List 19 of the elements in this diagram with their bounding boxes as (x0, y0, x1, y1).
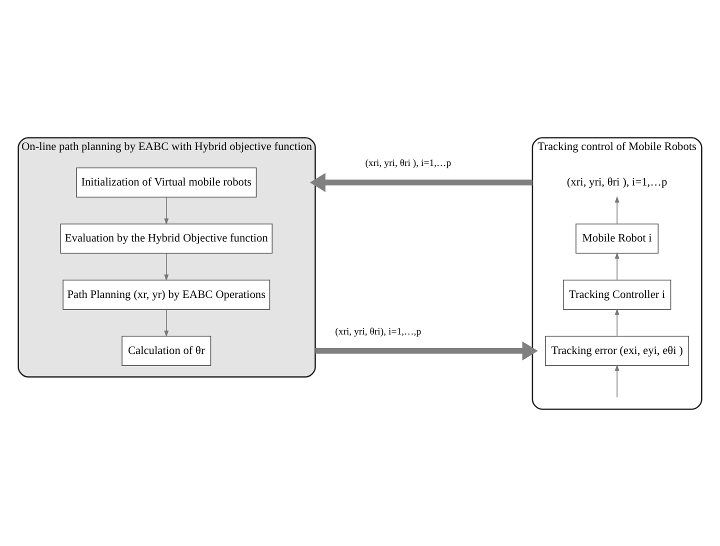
node-box: Evaluation by the Hybrid Objective function (60, 223, 273, 254)
edge-label: (xri, yri, θri), i=1,…,p (335, 326, 422, 337)
arrow (164, 196, 169, 224)
node-box: Mobile Robot i (576, 223, 659, 254)
arrow (164, 252, 169, 280)
node-box: Calculation of θr (122, 335, 212, 366)
edge-label: (xri, yri, θri ), i=1,…p (365, 157, 452, 168)
arrow (614, 308, 620, 336)
node-box: Tracking Controller i (562, 279, 672, 310)
node-box: Path Planning (xr, yr) by EABC Operations (62, 279, 270, 310)
arrow (164, 308, 169, 337)
arrow (315, 340, 538, 360)
arrow (614, 364, 620, 398)
arrow (614, 252, 620, 280)
arrow (310, 172, 532, 192)
node-box: Tracking error (exi, eyi, eθi ) (545, 335, 690, 366)
arrow (614, 196, 620, 224)
node-text: (xri, yri, θri ), i=1,…p (566, 176, 668, 188)
node-box: Initialization of Virtual mobile robots (76, 166, 257, 198)
